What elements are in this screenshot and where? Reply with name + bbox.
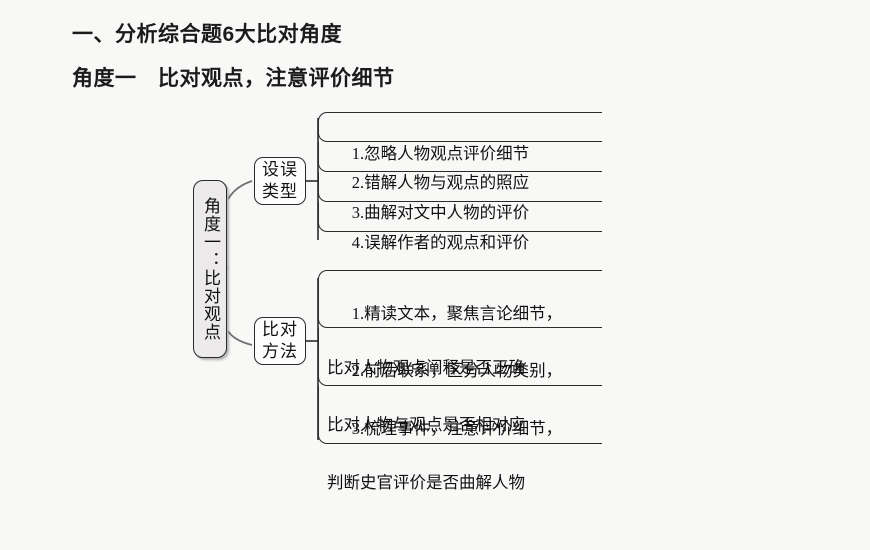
list-item: 3.梳理事件，注意评价细节， 判断史官评价是否曲解人物: [318, 386, 602, 492]
list-item-text: 3.曲解对文中人物的评价: [351, 203, 530, 222]
list-item-text: 1.精读文本，聚焦言论细节，: [351, 304, 563, 323]
mindmap-diagram: 角度一：比对观点 设误 类型 比对 方法 1.忽略人物观点评价细节 2.错解人物…: [193, 112, 602, 492]
list-item: 4.误解作者的观点和评价: [318, 202, 602, 252]
list-item-text: 3.梳理事件，注意评价细节，: [351, 419, 563, 438]
item-group-error-types: 1.忽略人物观点评价细节 2.错解人物与观点的照应 3.曲解对文中人物的评价 4…: [318, 112, 602, 252]
list-item-text-line2: 比对人物与观点是否相对应: [327, 415, 525, 434]
page-title: 一、分析综合题6大比对角度: [72, 23, 343, 46]
list-item: 2.错解人物与观点的照应: [318, 142, 602, 192]
branch-node-comparison-methods: 比对 方法: [254, 317, 306, 365]
list-item: 2.前后联系，区分人物类别， 比对人物与观点是否相对应: [318, 328, 602, 434]
branch-node-comparison-methods-line2: 方法: [262, 342, 298, 361]
list-item: 1.精读文本，聚焦言论细节， 比对人物观点阐释是否正确: [318, 270, 602, 377]
list-item: 1.忽略人物观点评价细节: [318, 112, 602, 163]
list-item-text: 4.误解作者的观点和评价: [351, 233, 530, 252]
section-subtitle: 角度一 比对观点，注意评价细节: [72, 67, 395, 90]
list-item-text: 2.前后联系，区分人物类别，: [351, 361, 563, 380]
branch-node-error-types: 设误 类型: [254, 157, 306, 205]
root-node: 角度一：比对观点: [193, 180, 227, 358]
branch-node-error-types-line1: 设误: [262, 160, 298, 179]
list-item-text: 2.错解人物与观点的照应: [351, 173, 530, 192]
list-item-text-line2: 比对人物观点阐释是否正确: [327, 358, 525, 377]
item-group-comparison-methods: 1.精读文本，聚焦言论细节， 比对人物观点阐释是否正确 2.前后联系，区分人物类…: [318, 270, 602, 492]
branch-node-error-types-line2: 类型: [262, 182, 298, 201]
root-node-label: 角度一：比对观点: [201, 197, 220, 341]
list-item-text-line2: 判断史官评价是否曲解人物: [327, 473, 525, 492]
branch-node-comparison-methods-line1: 比对: [262, 320, 298, 339]
heading-block: 一、分析综合题6大比对角度 角度一 比对观点，注意评价细节: [72, 22, 832, 92]
list-item-text: 1.忽略人物观点评价细节: [351, 144, 530, 163]
list-item: 3.曲解对文中人物的评价: [318, 172, 602, 222]
